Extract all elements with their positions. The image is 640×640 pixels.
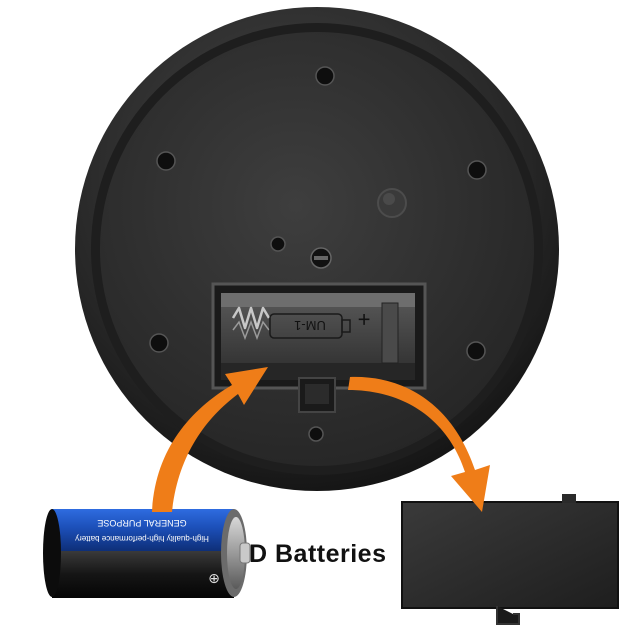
- screw-hole: [467, 160, 487, 180]
- curved-arrow-up-icon: [152, 367, 268, 512]
- compartment-plus-symbol: +: [358, 307, 371, 332]
- battery-terminal-symbol: ⊕: [208, 570, 220, 586]
- d-battery: GENERAL PURPOSE High-quality high-perfor…: [43, 509, 251, 598]
- screw-hole: [315, 66, 335, 86]
- battery-label-general-purpose: GENERAL PURPOSE: [97, 518, 186, 528]
- polarity-indicator-tip: [341, 319, 351, 333]
- screw-hole: [156, 151, 176, 171]
- compartment-marking: UM-1: [294, 318, 326, 333]
- batteries-caption: D Batteries: [249, 540, 387, 568]
- screw-hole: [270, 236, 286, 252]
- time-set-knob-highlight: [383, 193, 395, 205]
- screw-hole: [149, 333, 169, 353]
- screw-holes: [149, 66, 487, 442]
- positive-contact: [381, 302, 399, 364]
- battery-cover: [401, 494, 619, 625]
- battery-label-high-quality: High-quality high-performance battery: [75, 534, 209, 543]
- curved-arrow-down-icon: [348, 376, 490, 512]
- battery-positive-nub: [239, 542, 251, 564]
- battery-spring-coil: [232, 319, 270, 341]
- screw-hole: [466, 341, 486, 361]
- battery-spring-icon: [231, 306, 271, 330]
- screw-hole: [308, 426, 324, 442]
- clock-housing: [75, 7, 559, 491]
- adjuster-screw[interactable]: [310, 247, 332, 269]
- cover-latch-tab[interactable]: [298, 377, 336, 413]
